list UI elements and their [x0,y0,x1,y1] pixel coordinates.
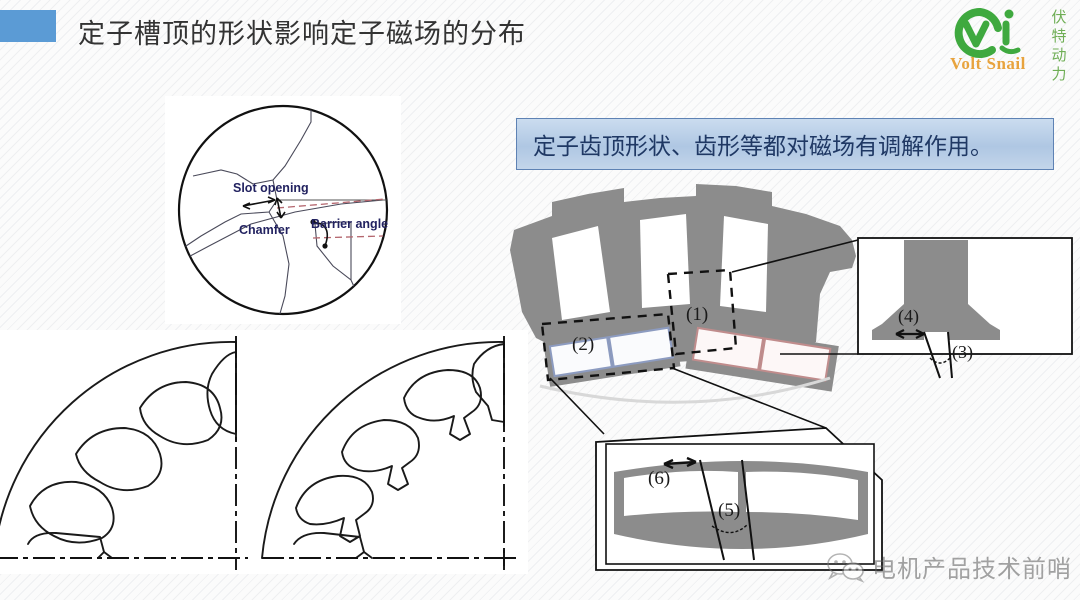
winding-cell-2a [548,336,613,378]
winding-cell-1b [758,337,832,382]
slot-opening-dimension [242,196,276,210]
barrier-angle-arc [312,221,329,247]
dimension-arrow-6 [663,456,697,470]
callout-label-3: (3) [952,342,973,363]
callout-label-5: (5) [718,500,740,521]
watermark-text: 电机产品技术前哨 [872,555,1072,583]
lamination-right-variant [261,341,505,559]
logo-chinese-text: 伏 特 动 力 [1046,8,1072,84]
stator-body [510,184,856,362]
dimension-arrow-4 [895,329,925,339]
winding-band [539,322,839,404]
reference-dash-lines [276,198,386,239]
wechat-icon [827,552,865,583]
brand-logo: Volt Snail 伏 特 动 力 [934,2,1076,88]
leader-lines-bottom-inset [549,367,827,435]
inset-slot-cell-left [624,470,738,516]
page-title: 定子槽顶的形状影响定子磁场的分布 [78,19,526,50]
callout-banner: 定子齿顶形状、齿形等都对磁场有调解作用。 [516,118,1054,170]
slot-detail-diagram: Slot opening Chamfer Barrier angle [177,104,389,316]
barrier-angle-label: Barrier angle [311,217,388,231]
leader-lines-right-inset [731,239,859,355]
lamination-comparison-card [0,330,528,574]
logo-cn-char-4: 力 [1051,65,1067,83]
selection-box-1 [666,268,738,356]
callout-label-6: (6) [648,468,670,489]
volt-snail-logo-icon [954,7,1021,58]
tooth-tip-inset-bottom: (6) (5) [595,427,883,571]
logo-cn-char-2: 特 [1051,27,1067,45]
lamination-comparison-diagram [0,336,520,570]
slot-detail-card: Slot opening Chamfer Barrier angle [165,96,401,324]
callout-banner-text: 定子齿顶形状、齿形等都对磁场有调解作用。 [533,134,993,160]
callout-label-2: (2) [572,334,594,355]
chamfer-label: Chamfer [239,223,290,237]
stator-segment-diagram-card: (1) (2) [500,172,1080,582]
callout-label-1: (1) [686,304,708,325]
chamfer-dimension [274,197,286,219]
angle-lines-3 [923,331,953,379]
header-accent-bar [0,10,56,42]
wechat-watermark: 电机产品技术前哨 [826,549,1072,584]
angle-lines-5 [699,459,755,561]
slot-opening-label: Slot opening [233,181,309,195]
logo-cn-char-3: 动 [1051,46,1067,64]
logo-cn-char-1: 伏 [1051,8,1067,26]
detail-circle-outline [177,104,389,316]
winding-cell-2b [607,326,675,368]
centerline-crosshairs [498,550,516,566]
lamination-left-variant [0,341,237,559]
logo-wordmark: Volt Snail [950,54,1026,73]
tooth-tip-inset-right: (4) (3) [857,237,1073,379]
callout-label-4: (4) [898,306,919,327]
centerlines [0,336,520,570]
stator-segment-diagram: (1) (2) [510,184,1073,571]
inset-slot-cell-right [746,471,858,520]
